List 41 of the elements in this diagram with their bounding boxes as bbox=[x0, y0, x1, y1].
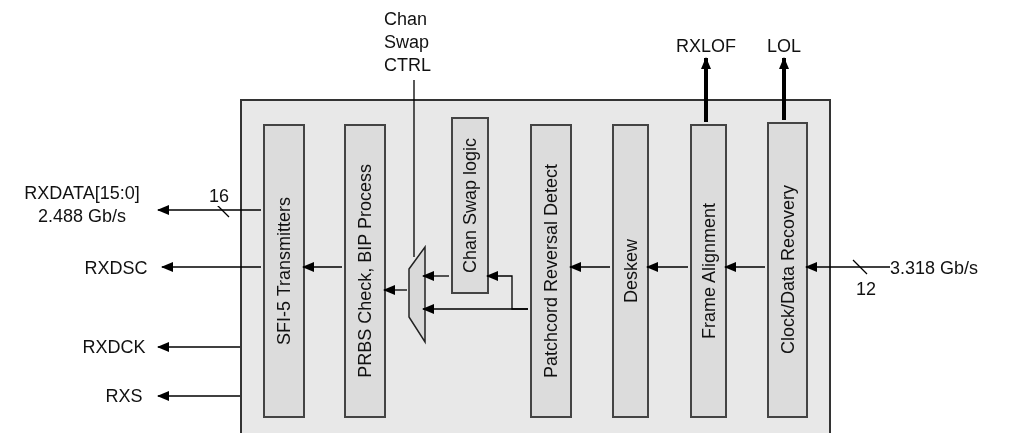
block-label: SFI-5 Transmitters bbox=[275, 197, 293, 345]
arrow bbox=[157, 391, 241, 401]
signal-label: RXS bbox=[105, 384, 143, 408]
process-block bbox=[263, 124, 305, 418]
signal-label: 3.318 Gb/s bbox=[890, 256, 979, 280]
arrow bbox=[569, 262, 611, 272]
signal-label: 2.488 Gb/s bbox=[37, 205, 127, 228]
signal-label: LOL bbox=[767, 34, 801, 58]
process-block bbox=[690, 124, 727, 418]
process-block bbox=[344, 124, 386, 418]
arrow bbox=[161, 262, 262, 272]
signal-label: RXDCK bbox=[82, 335, 146, 359]
arrow bbox=[805, 262, 891, 272]
arrow bbox=[422, 271, 450, 281]
edge-label: 16 bbox=[208, 186, 231, 206]
signal-label: Chan Swap CTRL bbox=[384, 7, 432, 77]
process-block bbox=[767, 122, 808, 418]
process-block bbox=[612, 124, 649, 418]
arrow bbox=[302, 262, 343, 272]
multiplexer-symbol bbox=[409, 247, 425, 342]
process-block bbox=[451, 117, 489, 294]
arrow bbox=[701, 57, 711, 122]
arrow bbox=[646, 262, 689, 272]
arrow bbox=[157, 342, 241, 352]
block-label: Chan Swap logic bbox=[461, 137, 479, 274]
block-label: PRBS Check, BIP Process bbox=[356, 164, 374, 378]
connector-line bbox=[413, 79, 415, 258]
signal-label: RXLOF bbox=[676, 34, 736, 58]
block-label: Clock/Data Recovery bbox=[778, 185, 797, 355]
arrow bbox=[157, 205, 262, 215]
block-label: Frame Alignment bbox=[699, 202, 718, 340]
block-label: Deskew bbox=[621, 239, 640, 303]
arrow bbox=[779, 57, 789, 120]
arrow bbox=[383, 285, 408, 295]
signal-label: RXDSC bbox=[84, 256, 148, 280]
process-block bbox=[530, 124, 572, 418]
block-label: Patchcord Reversal Detect bbox=[542, 163, 560, 379]
arrow bbox=[486, 271, 529, 310]
arrow bbox=[724, 262, 766, 272]
device-box bbox=[240, 99, 831, 433]
signal-label: RXDATA[15:0] bbox=[24, 182, 140, 205]
